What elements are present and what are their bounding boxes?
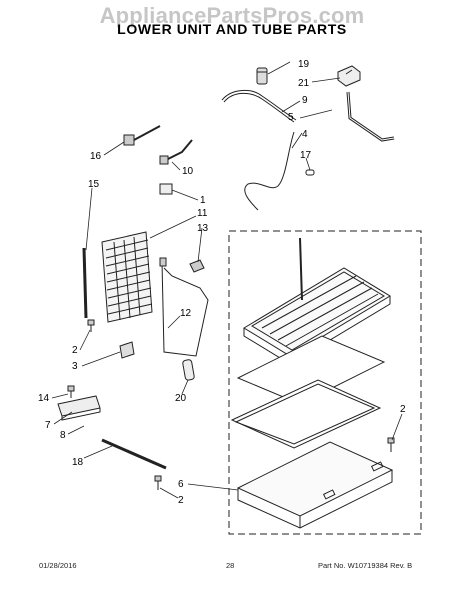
- part-11-evaporator: [101, 231, 153, 323]
- part-18-rod: [101, 438, 167, 470]
- part-6-base-pan: [236, 441, 394, 529]
- insulation-sheet-lower: [230, 379, 382, 449]
- callout-14: 14: [38, 393, 50, 404]
- part-10-harness: [159, 139, 193, 165]
- callout-4: 4: [302, 129, 308, 140]
- callout-21: 21: [298, 78, 310, 89]
- assembly-box: [228, 230, 422, 535]
- callout-8: 8: [60, 430, 66, 441]
- part-3-bracket: [119, 341, 135, 359]
- callout-2-lower: 2: [178, 495, 184, 506]
- part-20-sleeve: [182, 359, 195, 381]
- part-5-drain-tube: [346, 91, 395, 142]
- part-14-screw: [67, 385, 75, 398]
- callout-5: 5: [288, 112, 294, 123]
- part-9-tube: [221, 90, 297, 121]
- footer-date: 01/28/2016: [39, 561, 77, 570]
- footer-part-number: Part No. W10719384 Rev. B: [318, 561, 413, 570]
- callout-15: 15: [88, 179, 100, 190]
- callout-labels: 19 21 9 5 4 17 16 10 15 1 11 13 12 2 3 2…: [38, 59, 406, 506]
- part-12-heater-loop: [161, 261, 209, 357]
- callout-17: 17: [300, 150, 312, 161]
- callout-20: 20: [175, 393, 187, 404]
- callout-19: 19: [298, 59, 310, 70]
- callout-11: 11: [197, 208, 208, 219]
- callout-6: 6: [178, 479, 184, 490]
- part-16-harness: [123, 125, 161, 146]
- part-2-screw-lower: [154, 475, 162, 490]
- callout-2-left: 2: [72, 345, 78, 356]
- page-title: LOWER UNIT AND TUBE PARTS: [117, 21, 347, 37]
- callout-13: 13: [197, 223, 209, 234]
- callout-18: 18: [72, 457, 84, 468]
- part-19-fitting: [256, 67, 268, 85]
- callout-16: 16: [90, 151, 102, 162]
- callout-2-right: 2: [400, 404, 406, 415]
- callout-3: 3: [72, 361, 78, 372]
- watermark: AppliancePartsPros.com: [99, 3, 365, 28]
- part-2-screw-right: [387, 437, 395, 452]
- callout-9: 9: [302, 95, 308, 106]
- part-21-bracket: [337, 65, 361, 87]
- part-17-clip: [305, 169, 315, 176]
- insulation-sheet-upper: [236, 335, 386, 405]
- part-13-clip: [189, 259, 205, 273]
- part-15-heater: [82, 247, 88, 319]
- callout-1: 1: [200, 195, 206, 206]
- leader-lines: [51, 61, 403, 499]
- footer-page-number: 28: [226, 561, 235, 570]
- callout-12: 12: [180, 308, 192, 319]
- part-2-screw-left: [87, 319, 95, 332]
- part-4-tube: [244, 131, 295, 211]
- part-1-bracket: [159, 183, 173, 195]
- callout-10: 10: [182, 166, 194, 177]
- callout-7: 7: [45, 420, 51, 431]
